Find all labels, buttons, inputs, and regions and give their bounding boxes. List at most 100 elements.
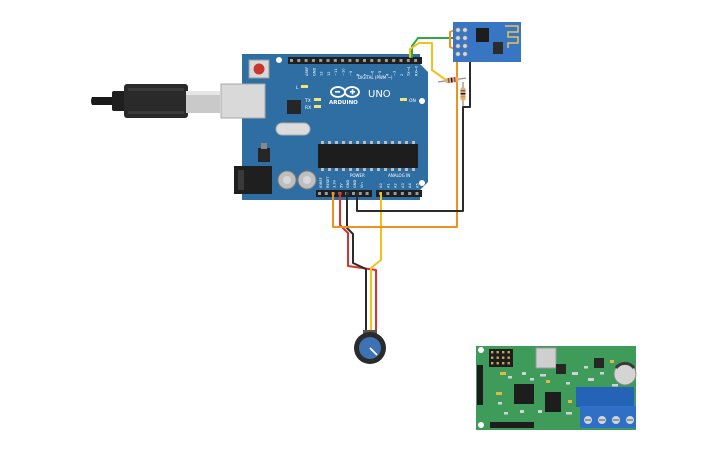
header-pin-hole[interactable] [384, 59, 388, 62]
reset-button[interactable] [248, 59, 270, 79]
header-pin-hole[interactable] [348, 59, 352, 62]
wire-black-gnd-esp[interactable] [356, 44, 471, 212]
esp-pin-header [455, 27, 468, 57]
svg-text:4: 4 [385, 73, 389, 76]
header-pin-hole[interactable] [365, 192, 369, 195]
capacitor [277, 170, 297, 190]
header-pin-hole[interactable] [363, 59, 366, 62]
header-pin-hole[interactable] [290, 59, 293, 62]
svg-text:RX←0: RX←0 [415, 65, 419, 76]
header-pin-hole[interactable] [400, 192, 404, 195]
svg-text:7: 7 [363, 74, 367, 76]
svg-text:~3: ~3 [393, 71, 397, 76]
side-header [477, 365, 483, 405]
svg-text:8: 8 [356, 73, 360, 76]
svg-text:TX→1: TX→1 [407, 66, 411, 77]
svg-text:A3: A3 [401, 183, 405, 188]
controller-pcb-module[interactable] [476, 346, 637, 430]
potentiometer[interactable] [354, 330, 386, 364]
header-pin-hole[interactable] [370, 59, 374, 62]
header-pin-hole[interactable] [304, 59, 308, 62]
smd-components [496, 360, 618, 415]
led-on [400, 98, 407, 101]
header-pin-hole[interactable] [406, 59, 410, 62]
header-pin-hole[interactable] [399, 59, 403, 62]
small-ic [556, 364, 566, 374]
header-pin-hole[interactable] [392, 59, 396, 62]
usb-cable[interactable] [91, 84, 220, 118]
chip-pins-bottom [321, 168, 415, 171]
header-pin-hole[interactable] [324, 192, 328, 195]
wire-green-rx[interactable] [411, 37, 455, 58]
wire-black-gnd-pot[interactable] [346, 192, 367, 333]
mounting-hole [276, 57, 282, 63]
arduino-model-label: UNO [368, 89, 391, 100]
analog-in-label: ANALOG IN [388, 173, 410, 178]
header-pin-hole[interactable] [393, 192, 397, 195]
header-pin-hole[interactable] [333, 59, 337, 62]
main-ic [514, 384, 534, 404]
digital-header[interactable] [288, 57, 422, 64]
header-pin-hole[interactable] [377, 59, 381, 62]
svg-text:~9: ~9 [349, 70, 353, 76]
header-pin-hole[interactable] [341, 59, 345, 62]
svg-text:Vin: Vin [360, 182, 364, 188]
power-label: POWER [350, 173, 365, 178]
arduino-logo [330, 86, 360, 98]
svg-text:GND: GND [353, 180, 357, 188]
svg-text:IOREF: IOREF [319, 177, 323, 188]
header-pin-hole[interactable] [386, 192, 390, 195]
svg-text:A4: A4 [408, 183, 412, 188]
power-header[interactable] [316, 190, 372, 197]
header-pin-hole[interactable] [352, 192, 355, 195]
header-pin-hole[interactable] [408, 192, 412, 195]
svg-text:12: 12 [327, 71, 331, 76]
bottom-header [490, 422, 534, 428]
header-pin-hole[interactable] [415, 192, 419, 195]
svg-text:~10: ~10 [342, 68, 346, 76]
svg-text:GND: GND [312, 68, 316, 76]
led-l-label: L [296, 85, 299, 91]
esp8266-wifi-module[interactable] [453, 22, 521, 62]
terminal-block[interactable] [576, 387, 636, 428]
analog-header[interactable] [376, 190, 422, 197]
header-pin-hole[interactable] [414, 59, 418, 62]
wire-orange-3v3[interactable] [332, 77, 458, 228]
flash-chip [493, 42, 503, 54]
digital-label: DIGITAL (PWM ~) [358, 75, 393, 80]
driver-ic [545, 392, 561, 412]
arduino-uno-board[interactable]: L TX RX ON ARDUINO UNO DIGITAL (PWM ~) A… [220, 54, 428, 200]
svg-text:A0: A0 [379, 183, 383, 188]
header-pin-hole[interactable] [355, 59, 359, 62]
svg-text:~5: ~5 [378, 71, 382, 76]
resistor[interactable] [460, 82, 466, 106]
usb-micro-port [535, 347, 557, 369]
svg-text:GND: GND [346, 180, 350, 188]
mounting-hole [478, 422, 484, 428]
svg-text:2: 2 [400, 74, 404, 76]
svg-text:~6: ~6 [371, 70, 375, 76]
svg-text:13: 13 [320, 71, 324, 76]
wire-red-5v[interactable] [339, 192, 377, 333]
header-pin-hole[interactable] [297, 59, 301, 62]
capacitor [297, 170, 317, 190]
crystal-oscillator [275, 122, 311, 136]
resistor[interactable] [438, 76, 466, 85]
header-pin-hole[interactable] [319, 59, 323, 62]
header-pin-hole[interactable] [358, 192, 362, 195]
svg-text:~11: ~11 [334, 68, 338, 76]
esp-chip [476, 28, 489, 42]
header-pin-hole[interactable] [318, 192, 321, 195]
svg-text:3.3V: 3.3V [333, 179, 337, 188]
led-rx-label: RX [305, 105, 311, 111]
led-l [301, 85, 308, 88]
pcb-header-pins [491, 351, 510, 365]
header-pin-hole[interactable] [311, 59, 315, 62]
led-rx [314, 105, 321, 108]
mounting-hole [419, 98, 425, 104]
svg-text:A5: A5 [416, 183, 420, 188]
header-pin-hole[interactable] [326, 59, 330, 62]
